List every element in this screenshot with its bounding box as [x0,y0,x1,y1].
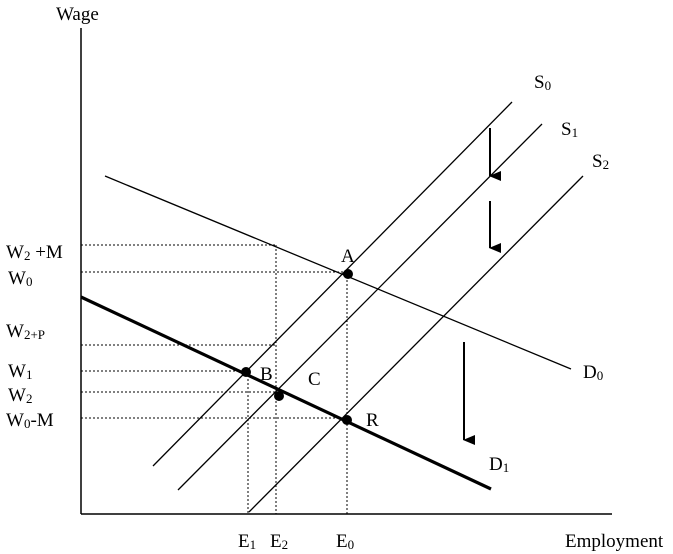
y-axis-label: Wage [56,4,99,25]
point-r-label: R [366,410,379,431]
point-b-marker [241,367,251,377]
curve-label-s1: S1 [561,119,578,140]
point-b-label: B [260,364,273,385]
supply-curve-s2 [248,175,584,513]
curve-label-d1: D1 [489,454,509,475]
wage-guides [81,244,347,419]
wage-label-w1: W1 [8,361,32,382]
employment-guides [247,245,348,514]
point-c-marker [274,391,284,401]
wage-label-w2: W2 [8,385,32,406]
supply-curve-s1 [177,123,543,491]
wage-label-w2pm: W2 +M [6,242,63,263]
x-axis-label: Employment [565,531,664,552]
point-c-label: C [308,369,321,390]
curve-label-s2: S2 [592,151,609,172]
employment-label-e0: E0 [336,531,354,552]
wage-label-w2pp: W2+P [6,321,45,342]
wage-label-w0mm: W0-M [6,410,54,431]
curve-label-d0: D0 [583,362,603,383]
employment-label-e2: E2 [270,531,288,552]
supply-curve-s0 [152,101,513,467]
point-a-marker [343,269,353,279]
curve-label-s0: S0 [534,72,551,93]
employment-label-e1: E1 [238,531,256,552]
demand-curve-d0 [104,175,572,370]
point-a-label: A [341,246,355,267]
demand-curve-d1 [80,295,492,491]
point-r-marker [342,415,352,425]
wage-label-w0: W0 [8,268,32,289]
